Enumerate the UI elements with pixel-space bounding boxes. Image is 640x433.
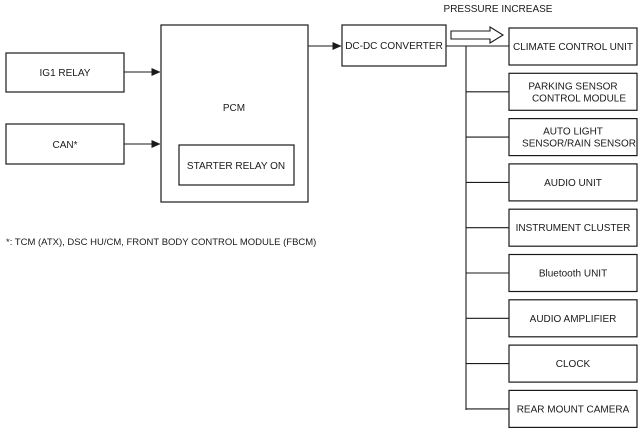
starter-relay-box <box>178 144 295 186</box>
output-module-label: CLIMATE CONTROL UNIT <box>513 42 633 53</box>
output-module-label: CLOCK <box>556 359 591 370</box>
ig1-relay-block: IG1 RELAY <box>5 52 125 93</box>
footnote: *: TCM (ATX), DSC HU/CM, FRONT BODY CONT… <box>6 237 316 248</box>
output-module-label: AUDIO AMPLIFIER <box>530 314 617 325</box>
pcm-block: PCM STARTER RELAY ON <box>160 24 309 203</box>
starter-relay-label: STARTER RELAY ON <box>187 161 285 172</box>
can-label: CAN* <box>52 140 77 151</box>
dc-dc-converter-block: DC-DC CONVERTER <box>341 24 447 67</box>
output-module-box <box>508 389 638 428</box>
output-module-box <box>508 208 638 247</box>
can-block: CAN* <box>5 123 125 165</box>
output-module-label: AUDIO UNIT <box>544 178 602 189</box>
pcm-label: PCM <box>223 103 245 114</box>
pressure-increase-arrow <box>450 26 505 44</box>
output-module-label: PARKING SENSOR <box>528 81 617 92</box>
output-module-label: AUTO LIGHT <box>543 127 603 138</box>
ig1-relay-label: IG1 RELAY <box>40 68 91 79</box>
output-module-box <box>508 27 638 66</box>
output-module-box <box>508 163 638 202</box>
output-modules: CLIMATE CONTROL UNIT PARKING SENSORCONTRO… <box>466 27 638 428</box>
output-module-box <box>508 344 638 383</box>
output-module-label: Bluetooth UNIT <box>539 269 607 280</box>
output-module-box <box>508 117 638 157</box>
output-module-label: INSTRUMENT CLUSTER <box>516 223 631 234</box>
dc-dc-converter-label: DC-DC CONVERTER <box>345 41 443 52</box>
output-module-box <box>508 72 638 111</box>
output-module-box <box>508 299 638 338</box>
pressure-increase-label: PRESSURE INCREASE <box>444 4 553 15</box>
output-module-label: REAR MOUNT CAMERA <box>517 404 630 415</box>
output-module-box <box>508 253 638 293</box>
output-module-label: CONTROL MODULE <box>532 93 626 104</box>
output-module-label: SENSOR/RAIN SENSOR <box>522 139 636 150</box>
